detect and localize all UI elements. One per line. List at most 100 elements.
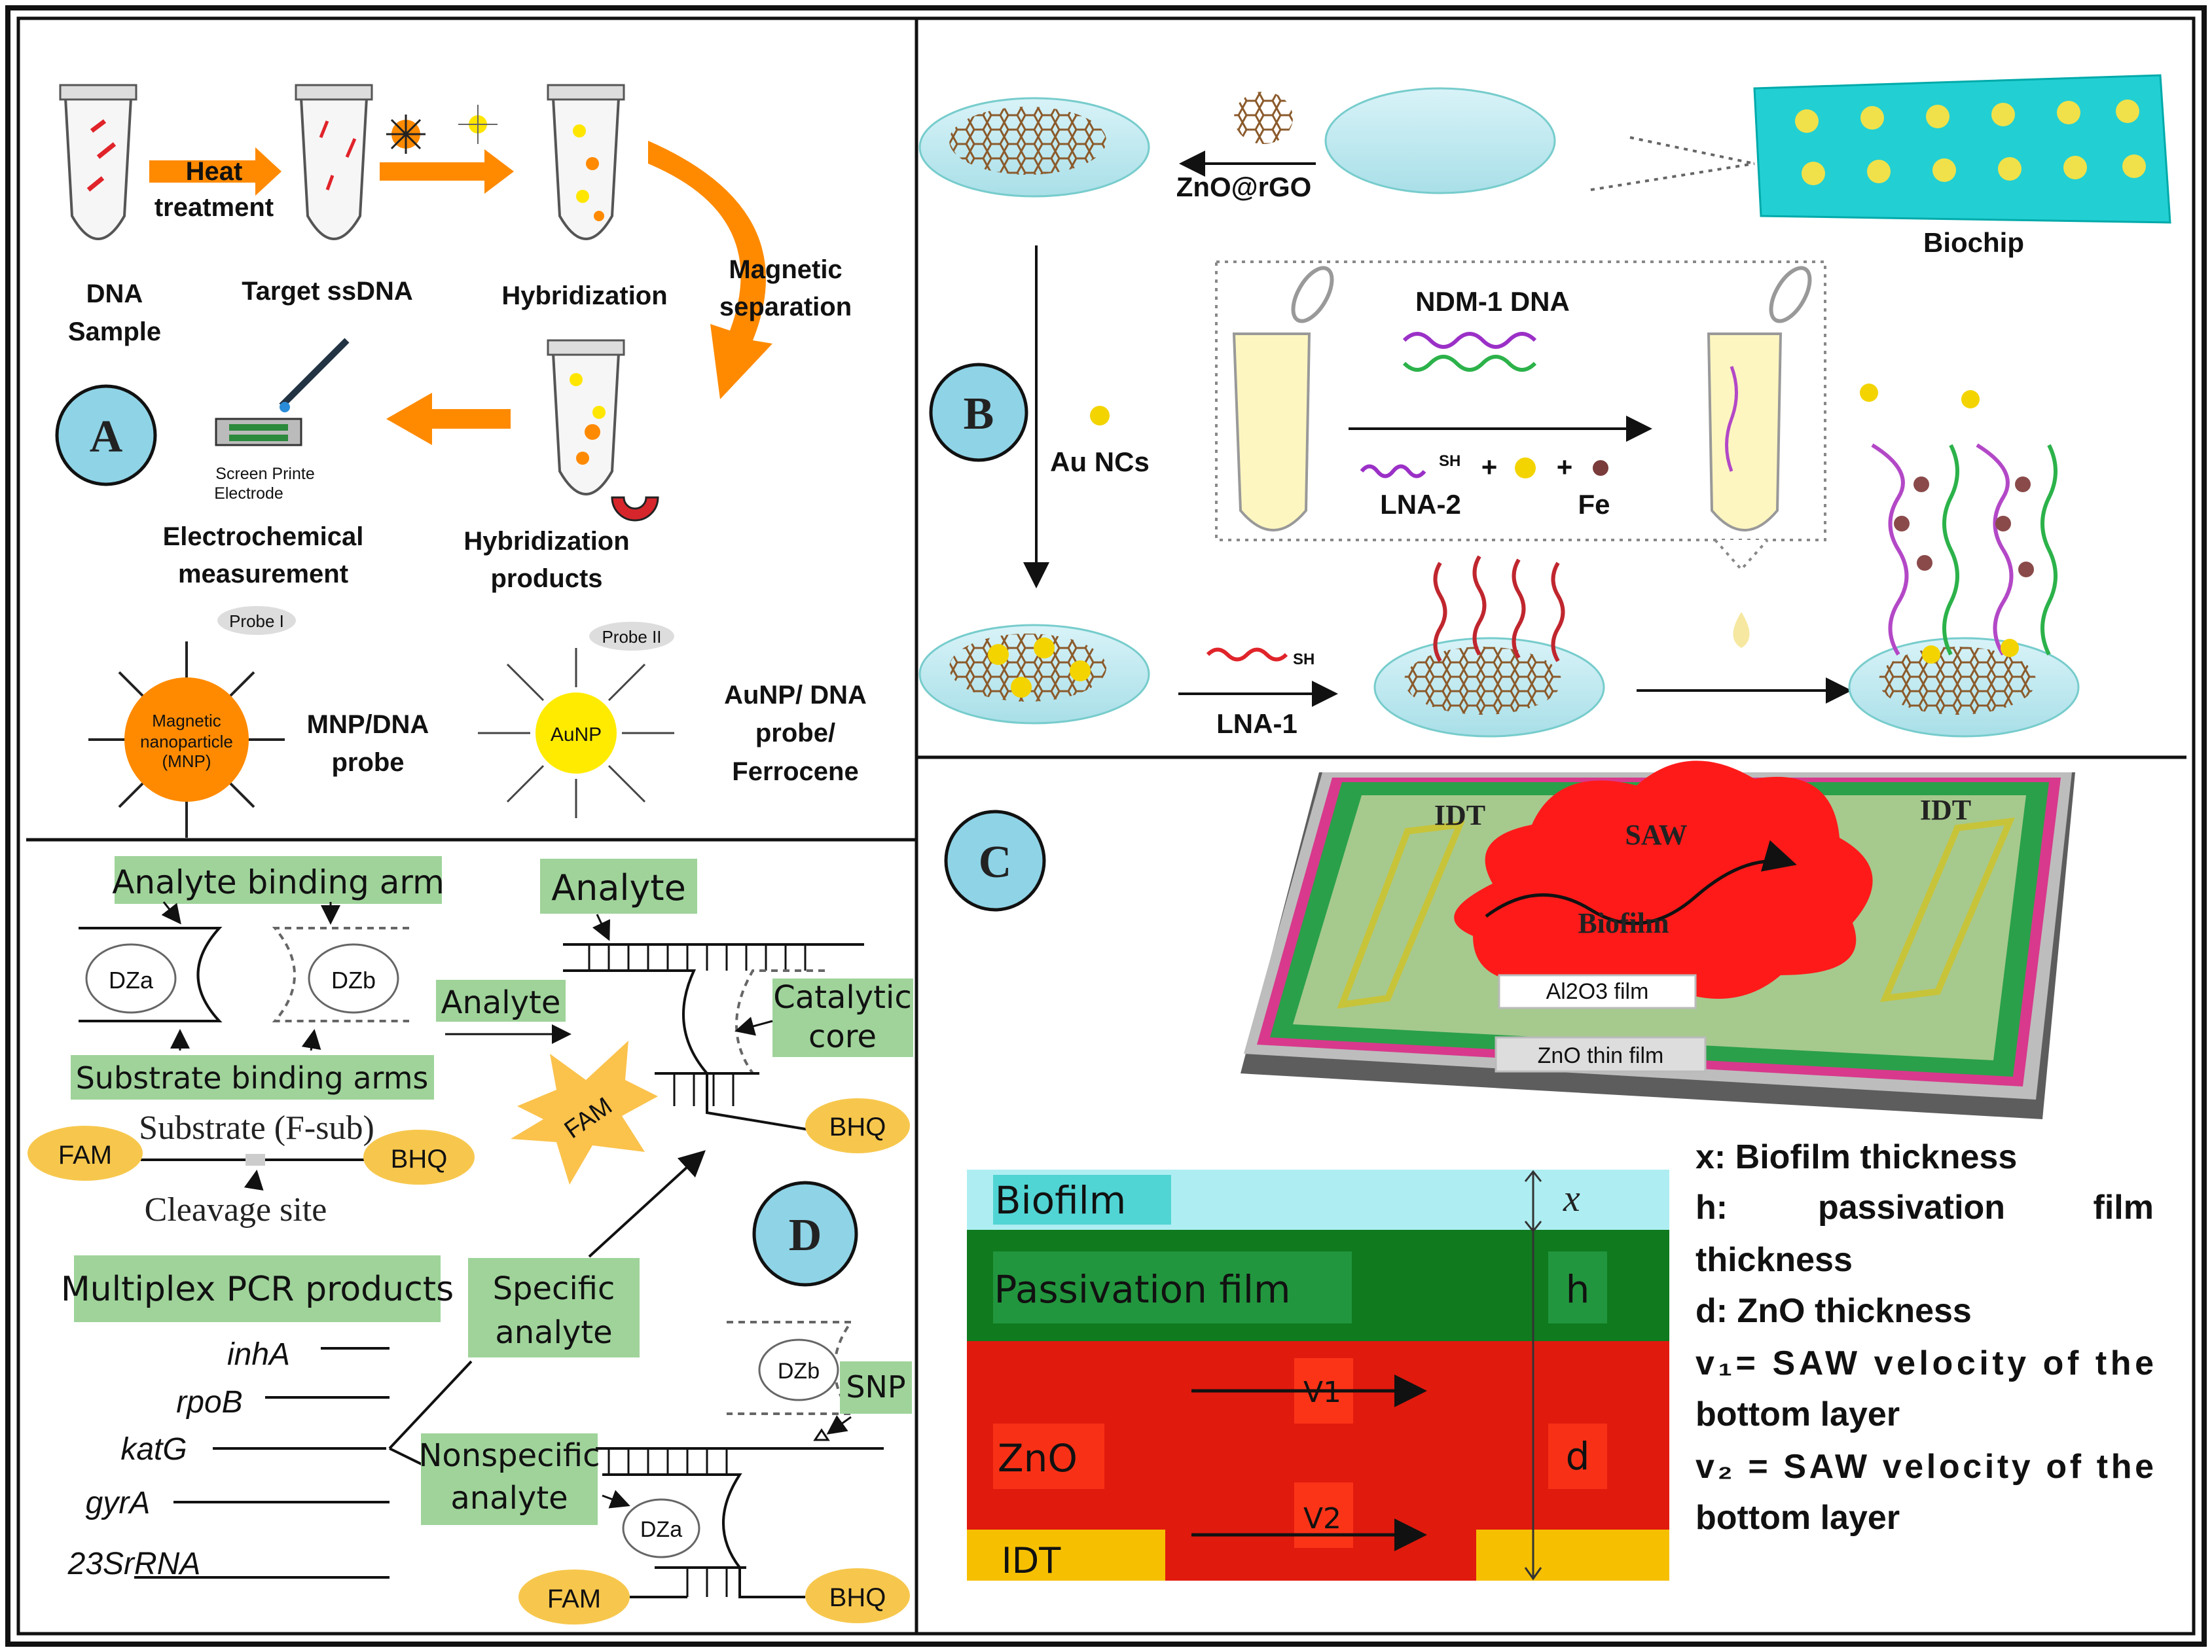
box-analyte-mid xyxy=(436,980,566,1022)
panel-c: C IDT IDT SAW Biofilm Al2O3 film ZnO thi… xyxy=(944,761,2154,1581)
label-mnp-2: nanoparticle xyxy=(140,732,233,751)
ndm-dna-strand xyxy=(1402,332,1537,349)
mnp-probe-icon xyxy=(88,606,296,838)
label-dim-x: x xyxy=(1563,1177,1580,1219)
label-layer-biofilm: Biofilm xyxy=(995,1178,1127,1223)
box-snp xyxy=(840,1361,912,1414)
label-nonspecific-analyte: analyte xyxy=(450,1480,568,1517)
label-lna-1: LNA-1 xyxy=(1216,708,1297,739)
legend-line-3: thickness xyxy=(1695,1241,1853,1279)
bhq-label-1 xyxy=(363,1130,475,1185)
arrow-heat xyxy=(149,147,281,196)
label-al2o3: Al2O3 film xyxy=(1546,979,1649,1004)
legend-line-4: d: ZnO thickness xyxy=(1695,1292,1972,1330)
label-target-ssdna: Target ssDNA xyxy=(242,277,413,306)
bhq-label-2 xyxy=(805,1098,910,1153)
badge-d-label: D xyxy=(789,1210,822,1261)
label-analyte-top: Analyte xyxy=(551,867,686,908)
label-fam-2: FAM xyxy=(547,1585,601,1613)
badge-b-label: B xyxy=(964,389,994,439)
legend-line-8: bottom layer xyxy=(1695,1499,1900,1537)
legend-line-7: v₂ = SAW velocity of the xyxy=(1695,1448,2154,1486)
label-substrate-arms: Substrate binding arms xyxy=(76,1060,429,1096)
tube-dna-sample xyxy=(59,84,137,240)
dish-empty xyxy=(1324,87,1556,194)
legend-line-1: x: Biofilm thickness xyxy=(1695,1138,2017,1176)
label-electrochemical: Electrochemical xyxy=(163,522,364,551)
label-aunp-dna-1: AuNP/ DNA xyxy=(724,681,867,709)
box-nonspecific xyxy=(421,1433,598,1525)
legend-line-5: v₁= SAW velocity of the xyxy=(1695,1344,2154,1382)
label-snp: SNP xyxy=(846,1369,905,1405)
tube-target xyxy=(295,84,373,240)
label-mnp-3: (MNP) xyxy=(162,751,211,771)
au-nc-icon xyxy=(1090,406,1110,425)
label-dim-h: h xyxy=(1566,1267,1590,1312)
label-sh-lna1: SH xyxy=(1293,651,1315,668)
biochip-icon xyxy=(1753,74,2171,224)
label-gene-23srrna: 23SrRNA xyxy=(67,1547,201,1581)
aunp-probe-icon xyxy=(478,622,674,818)
arrow-magnetic-curve xyxy=(648,141,772,399)
badge-d xyxy=(752,1181,858,1287)
label-dim-d: d xyxy=(1566,1434,1590,1479)
badge-c-label: C xyxy=(979,837,1012,888)
outer-frame xyxy=(5,5,2207,1647)
label-biochip: Biochip xyxy=(1923,227,2024,258)
al2o3-box xyxy=(1498,974,1697,1009)
badge-a xyxy=(55,384,157,486)
label-bhq-3: BHQ xyxy=(829,1583,886,1612)
lna-1-strand xyxy=(1206,647,1288,662)
label-gene-gyra: gyrA xyxy=(86,1486,151,1520)
box-analyte-binding-arm xyxy=(115,856,442,904)
label-mnp-1: Magnetic xyxy=(152,711,221,730)
label-ndm-1-dna: NDM-1 DNA xyxy=(1415,286,1570,317)
label-fe: Fe xyxy=(1578,489,1610,520)
label-dna: DNA xyxy=(86,279,143,308)
label-aunp-dna-3: Ferrocene xyxy=(732,757,858,786)
label-v2: V2 xyxy=(1303,1502,1341,1535)
label-analyte-mid: Analyte xyxy=(441,984,561,1021)
tube-yellow-left xyxy=(1232,266,1334,531)
label-dzb-2: DZb xyxy=(778,1359,820,1384)
fe-icon xyxy=(1593,460,1608,476)
label-biofilm-blob: Biofilm xyxy=(1578,907,1669,939)
label-au-ncs: Au NCs xyxy=(1050,446,1150,477)
label-specific-analyte: analyte xyxy=(495,1314,612,1351)
tube-hybridization xyxy=(547,84,625,240)
zno-thin-box xyxy=(1495,1036,1707,1073)
label-aunp-dna-2: probe/ xyxy=(755,719,835,747)
magnet-icon xyxy=(611,496,659,522)
label-catalytic: Catalytic xyxy=(773,979,911,1016)
label-hyb-products-2: products xyxy=(490,564,602,593)
box-multiplex xyxy=(74,1255,441,1322)
label-zno-thin-film: ZnO thin film xyxy=(1538,1043,1664,1068)
label-aunp: AuNP xyxy=(551,724,602,745)
legend-line-6: bottom layer xyxy=(1695,1395,1900,1433)
label-plus-1: + xyxy=(1481,452,1498,482)
label-saw: SAW xyxy=(1625,819,1687,851)
fam-label-2 xyxy=(518,1570,630,1625)
dza-shape xyxy=(79,927,223,1022)
box-specific xyxy=(468,1258,640,1357)
label-sh-lna2: SH xyxy=(1439,452,1460,470)
label-sample: Sample xyxy=(68,317,161,346)
panel-a: A Heat treatment DNA Sample Target ssDNA… xyxy=(55,84,867,838)
label-hybridization: Hybridization xyxy=(501,281,667,310)
legend-line-2a: h: xyxy=(1695,1189,1728,1227)
label-heat: Heat xyxy=(186,157,243,186)
label-specific: Specific xyxy=(493,1270,615,1307)
label-idt-left: IDT xyxy=(1434,799,1485,831)
label-v1: V1 xyxy=(1303,1376,1341,1409)
label-nonspecific: Nonspecific xyxy=(418,1437,600,1474)
label-bhq-2: BHQ xyxy=(829,1113,886,1141)
reaction-box xyxy=(1215,260,1826,541)
label-layer-passivation: Passivation film xyxy=(994,1267,1290,1312)
label-measurement: measurement xyxy=(178,560,348,588)
label-analyte-binding-arm: Analyte binding arm xyxy=(112,863,444,901)
box-substrate-arms xyxy=(71,1055,434,1100)
screen-printed-electrode-icon xyxy=(215,338,350,446)
label-core: core xyxy=(808,1018,877,1055)
box-analyte-top xyxy=(540,859,697,914)
